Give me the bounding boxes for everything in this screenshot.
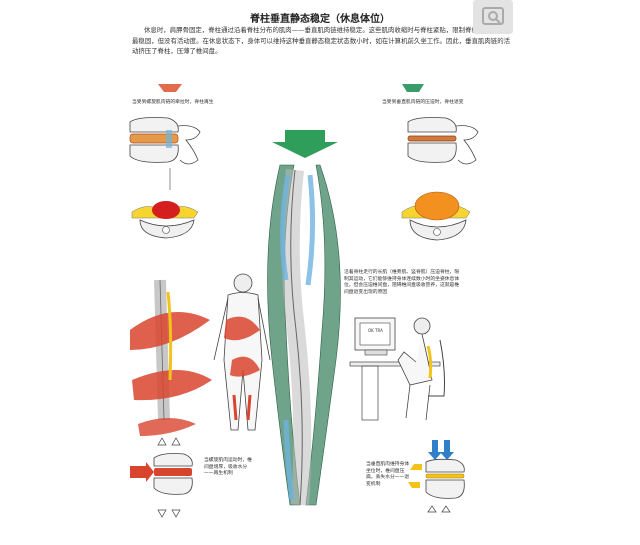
spine-illustration xyxy=(129,84,479,518)
infographic-page: 脊柱垂直静态稳定（休息体位） 休息时，肩胛骨固定，脊柱通过沿着脊柱分布的肌肉——… xyxy=(110,0,530,545)
central-spine-with-vertical-muscles xyxy=(267,164,341,506)
label-bottom-right: 当垂直肌肉维持身体坐位时，椎间盘压扁，丢失水分——退变机制 xyxy=(366,462,410,487)
monitor-text: OK TRA xyxy=(368,328,383,333)
regeneration-arrow-icon xyxy=(158,84,182,92)
vertical-compression-arrow-icon xyxy=(272,130,338,158)
degeneration-arrow-icon xyxy=(402,84,424,92)
human-back-figure xyxy=(213,273,271,431)
healthy-vertebra-top-view xyxy=(131,201,199,239)
spiral-muscle-spine xyxy=(130,279,212,436)
bottom-left-vertebra xyxy=(130,437,193,518)
label-top-right: 当受到垂直肌肉链的压迫时，脊柱退变 xyxy=(382,100,464,105)
search-icon xyxy=(482,7,504,25)
page-title: 脊柱垂直静态稳定（休息体位） xyxy=(250,14,390,25)
label-bottom-left: 当螺旋肌肉运动时，椎间盘增厚，吸收水分——再生机制 xyxy=(204,458,252,476)
degenerated-vertebra-top-view xyxy=(401,191,471,241)
bottom-right-vertebra xyxy=(408,440,465,513)
healthy-vertebra-side-view xyxy=(129,117,201,190)
desk-caption: 沿着脊柱走行的长肌（椎旁肌、竖脊肌）压迫脊柱，限制其运动，它们能够维持身体连续数… xyxy=(344,270,460,295)
degenerated-vertebra-side-view xyxy=(407,117,479,165)
image-search-button[interactable] xyxy=(473,0,513,34)
label-top-left: 当受到螺旋肌肉链的牵拉时，脊柱再生 xyxy=(132,100,214,105)
seated-computer-user xyxy=(349,317,445,421)
intro-paragraph: 休息时，肩胛骨固定，脊柱通过沿着脊柱分布的肌肉——垂直肌肉链维持稳定。这些肌肉收… xyxy=(132,26,510,55)
